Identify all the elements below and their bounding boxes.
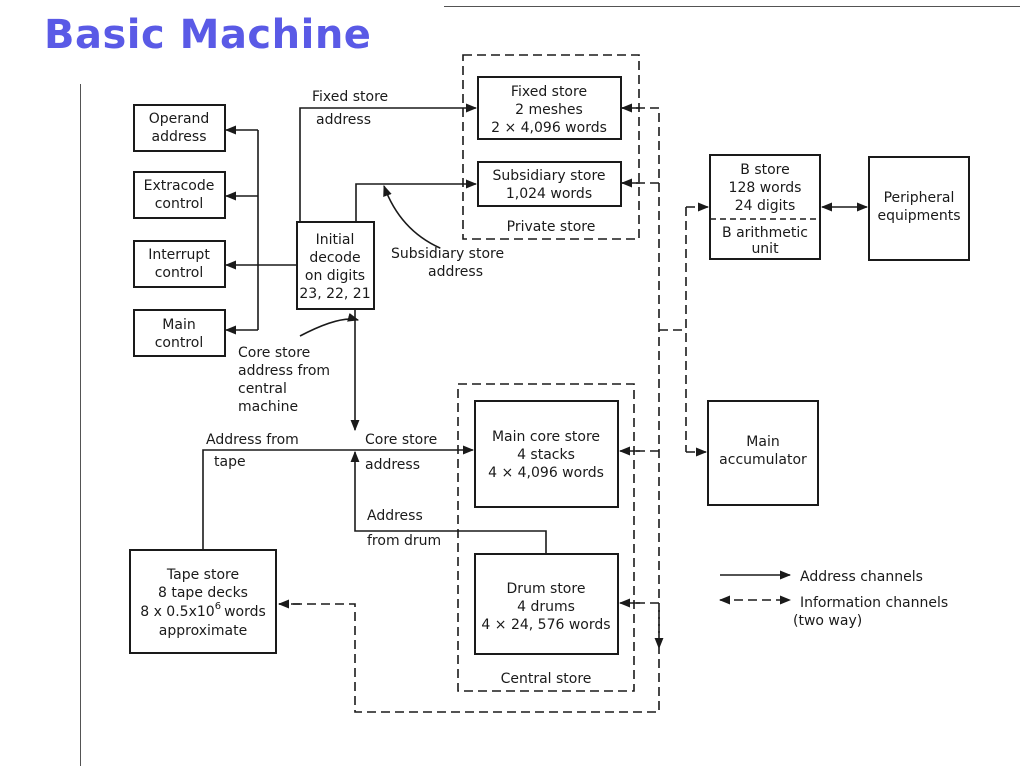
tape-store-line: Tape store bbox=[166, 567, 239, 583]
interrupt-control-line: control bbox=[155, 265, 204, 281]
initial-decode-line: 23, 22, 21 bbox=[299, 286, 370, 302]
central-store-region bbox=[457, 383, 635, 692]
subsidiary-store-address-label: address bbox=[428, 264, 483, 280]
main-core-store-block: Main core store 4 stacks 4 × 4,096 words bbox=[474, 400, 619, 508]
extracode-control-line: control bbox=[155, 196, 204, 212]
main-accumulator-block: Main accumulator bbox=[707, 400, 819, 506]
main-control-block: Main control bbox=[133, 309, 226, 357]
subsidiary-store-address-label: Subsidiary store bbox=[391, 246, 504, 262]
fixed-store-line: Fixed store bbox=[511, 84, 587, 100]
core-store-central-label: machine bbox=[238, 399, 298, 415]
initial-decode-line: Initial bbox=[316, 232, 355, 248]
main-control-line: control bbox=[155, 335, 204, 351]
legend-information-channels: Information channels bbox=[800, 595, 948, 611]
operand-address-line: address bbox=[151, 129, 206, 145]
b-store-line: 24 digits bbox=[735, 198, 796, 214]
information-channel-lines bbox=[277, 103, 710, 713]
core-store-central-label: central bbox=[238, 381, 287, 397]
tape-store-capacity: 8 x 0.5x10 bbox=[140, 604, 214, 620]
slide-title: Basic Machine bbox=[44, 12, 372, 58]
main-accumulator-line: Main bbox=[746, 434, 779, 450]
tape-store-line: 8 tape decks bbox=[158, 585, 248, 601]
extracode-control-block: Extracode control bbox=[133, 171, 226, 219]
main-core-store-line: Main core store bbox=[492, 429, 600, 445]
peripheral-equipments-block: Peripheral equipments bbox=[868, 156, 970, 261]
b-store-line: B store bbox=[740, 162, 789, 178]
drum-store-line: 4 × 24, 576 words bbox=[481, 617, 610, 633]
legend-address-channels: Address channels bbox=[800, 569, 923, 585]
subsidiary-store-block: Subsidiary store 1,024 words bbox=[477, 161, 622, 207]
fixed-store-line: 2 × 4,096 words bbox=[491, 120, 607, 136]
private-store-label: Private store bbox=[507, 219, 596, 235]
main-control-line: Main bbox=[162, 317, 195, 333]
drum-store-block: Drum store 4 drums 4 × 24, 576 words bbox=[474, 553, 619, 655]
fixed-store-block: Fixed store 2 meshes 2 × 4,096 words bbox=[477, 76, 622, 140]
main-core-store-line: 4 stacks bbox=[517, 447, 575, 463]
interrupt-control-block: Interrupt control bbox=[133, 240, 226, 288]
drum-store-line: Drum store bbox=[507, 581, 586, 597]
private-store-region bbox=[462, 54, 640, 240]
initial-decode-line: on digits bbox=[305, 268, 365, 284]
legend-two-way: (two way) bbox=[793, 613, 862, 629]
block-diagram: Private store Central store Operand addr… bbox=[80, 6, 1020, 766]
tape-store-line: approximate bbox=[159, 623, 247, 639]
address-from-drum-label: Address bbox=[367, 508, 423, 524]
b-arithmetic-line: B arithmetic bbox=[722, 225, 808, 241]
tape-store-unit: words bbox=[224, 604, 266, 620]
subsidiary-store-line: Subsidiary store bbox=[492, 168, 605, 184]
b-arithmetic-line: unit bbox=[751, 241, 779, 257]
extracode-control-line: Extracode bbox=[144, 178, 215, 194]
fixed-store-line: 2 meshes bbox=[515, 102, 583, 118]
fixed-store-address-label: address bbox=[316, 112, 371, 128]
drum-store-line: 4 drums bbox=[517, 599, 575, 615]
core-store-address-label: Core store bbox=[365, 432, 437, 448]
central-store-label: Central store bbox=[501, 671, 592, 687]
peripheral-line: Peripheral bbox=[884, 190, 955, 206]
address-from-tape-label: tape bbox=[214, 454, 246, 470]
subsidiary-store-line: 1,024 words bbox=[506, 186, 592, 202]
core-store-address-label: address bbox=[365, 457, 420, 473]
fixed-store-address-label: Fixed store bbox=[312, 89, 388, 105]
tape-store-exponent: 6 bbox=[215, 601, 221, 612]
initial-decode-line: decode bbox=[309, 250, 360, 266]
operand-address-line: Operand bbox=[149, 111, 210, 127]
main-core-store-line: 4 × 4,096 words bbox=[488, 465, 604, 481]
core-store-central-label: address from bbox=[238, 363, 330, 379]
b-store-block: B store 128 words 24 digits B arithmetic… bbox=[709, 154, 821, 260]
initial-decode-block: Initial decode on digits 23, 22, 21 bbox=[296, 221, 375, 310]
main-accumulator-line: accumulator bbox=[719, 452, 807, 468]
legend: Address channels Information channels (t… bbox=[718, 569, 948, 629]
peripheral-line: equipments bbox=[877, 208, 960, 224]
address-channel-lines bbox=[202, 103, 869, 554]
address-from-tape-label: Address from bbox=[206, 432, 299, 448]
b-store-line: 128 words bbox=[729, 180, 802, 196]
address-from-drum-label: from drum bbox=[367, 533, 441, 549]
interrupt-control-line: Interrupt bbox=[148, 247, 210, 263]
core-store-central-label: Core store bbox=[238, 345, 310, 361]
operand-address-block: Operand address bbox=[133, 104, 226, 152]
